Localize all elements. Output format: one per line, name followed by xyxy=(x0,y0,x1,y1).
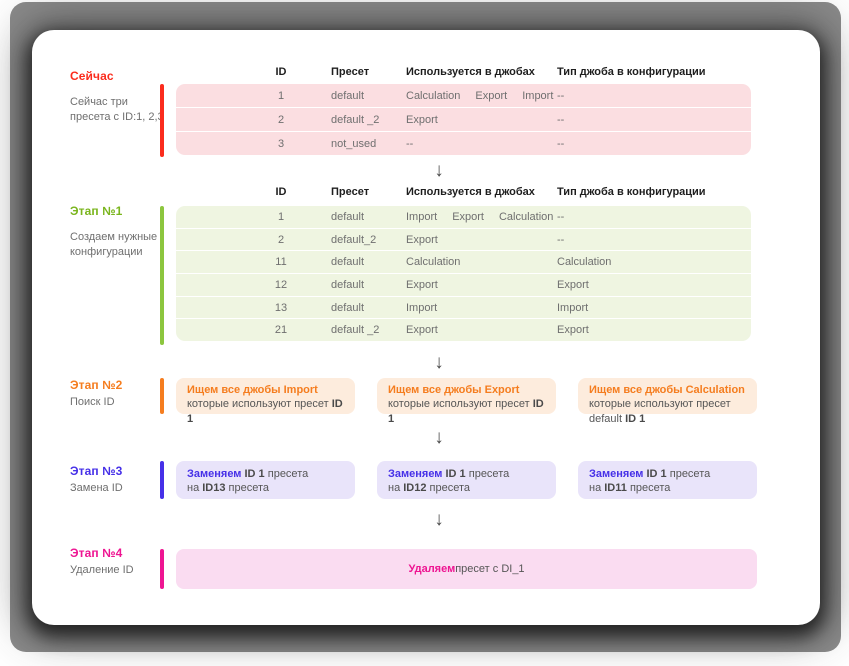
cell-type: Import xyxy=(557,301,589,314)
diagram-card: Сейчас Сейчас три пресета с ID:1, 2,3 Эт… xyxy=(32,30,820,625)
cell-type: -- xyxy=(557,210,565,223)
cell-type: -- xyxy=(557,137,565,150)
cell-type: -- xyxy=(557,113,565,126)
table1-header-preset: Пресет xyxy=(331,66,370,78)
stage-bar-2 xyxy=(160,378,164,414)
stage2-boxes: Ищем все джобы Import которые используют… xyxy=(176,378,757,425)
table2-header-preset: Пресет xyxy=(331,186,370,198)
cell-jobs: Export xyxy=(406,278,438,291)
cell-jobs: -- xyxy=(406,137,414,150)
table1-header-id: ID xyxy=(275,66,287,78)
table-row: 11 default Calculation Calculation xyxy=(176,250,751,274)
cell-preset: not_used xyxy=(331,137,377,150)
stage4-delete-box: Удаляем пресет с DI_1 xyxy=(176,549,757,589)
cell-preset: default xyxy=(331,256,365,269)
cell-type: Export xyxy=(557,278,589,291)
table-row: 3 not_used -- -- xyxy=(176,131,751,155)
table1-header-type: Тип джоба в конфигурации xyxy=(557,66,706,78)
cell-id: 2 xyxy=(277,113,285,126)
table-row: 12 default Export Export xyxy=(176,273,751,296)
table2-header: ID Пресет Используется в джобах Тип джоб… xyxy=(176,186,751,198)
cell-preset: default _2 xyxy=(331,113,380,126)
table-row: 2 default_2 Export -- xyxy=(176,227,751,251)
stage-bar-now xyxy=(160,84,164,157)
cell-id: 2 xyxy=(277,233,285,246)
table1-header-jobs: Используется в джобах xyxy=(406,66,535,78)
stage-subtitle-3: Замена ID xyxy=(70,482,123,494)
cell-jobs: Export xyxy=(406,233,438,246)
stage2-box-calculation: Ищем все джобы Calculation которые испол… xyxy=(578,378,757,425)
stage-label-2: Этап №2 Поиск ID xyxy=(70,378,170,410)
cell-jobs: Calculation xyxy=(406,256,461,269)
stage-label-3: Этап №3 Замена ID xyxy=(70,464,170,496)
stage-label-1: Этап №1 Создаем нужные конфигурации xyxy=(70,204,170,259)
table2-header-jobs: Используется в джобах xyxy=(406,186,535,198)
cell-id: 1 xyxy=(277,89,285,102)
cell-preset: default_2 xyxy=(331,233,377,246)
stage2-box-import: Ищем все джобы Import которые используют… xyxy=(176,378,355,425)
stage-subtitle-1: Создаем нужные конфигурации xyxy=(70,231,158,258)
stage-title-2: Этап №2 xyxy=(70,378,123,392)
cell-type: -- xyxy=(557,233,565,246)
cell-preset: default _2 xyxy=(331,324,380,337)
table2-header-id: ID xyxy=(275,186,287,198)
stage-subtitle-4: Удаление ID xyxy=(70,564,134,576)
stage-bar-3 xyxy=(160,461,164,499)
stage2-box-export: Ищем все джобы Export которые используют… xyxy=(377,378,556,425)
cell-id: 3 xyxy=(277,137,285,150)
table-row: 21 default _2 Export Export xyxy=(176,318,751,342)
cell-jobs: Export xyxy=(406,113,438,126)
cell-type: -- xyxy=(557,89,565,102)
stage-title-1: Этап №1 xyxy=(70,204,123,218)
table2-header-type: Тип джоба в конфигурации xyxy=(557,186,706,198)
cell-id: 12 xyxy=(274,278,288,291)
table-row: 13 default Import Import xyxy=(176,295,751,319)
cell-type: Export xyxy=(557,324,589,337)
stage-bar-4 xyxy=(160,549,164,589)
down-arrow-icon: ↓ xyxy=(434,352,444,373)
stage-bar-1 xyxy=(160,206,164,345)
stage-subtitle-now: Сейчас три пресета с ID:1, 2,3 xyxy=(70,96,164,123)
cell-jobs: Import xyxy=(406,301,438,314)
down-arrow-icon: ↓ xyxy=(434,427,444,448)
down-arrow-icon: ↓ xyxy=(434,160,444,181)
cell-preset: default xyxy=(331,210,365,223)
stage-label-now: Сейчас Сейчас три пресета с ID:1, 2,3 xyxy=(70,69,170,124)
stage-title-3: Этап №3 xyxy=(70,464,123,478)
stage-label-4: Этап №4 Удаление ID xyxy=(70,546,170,578)
cell-id: 21 xyxy=(274,324,288,337)
cell-id: 11 xyxy=(275,256,287,269)
stage-title-4: Этап №4 xyxy=(70,546,123,560)
cell-id: 13 xyxy=(274,301,288,314)
cell-type: Calculation xyxy=(557,256,612,269)
down-arrow-icon: ↓ xyxy=(434,509,444,530)
cell-preset: default xyxy=(331,301,365,314)
cell-preset: default xyxy=(331,278,365,291)
cell-id: 1 xyxy=(277,210,285,223)
cell-preset: default xyxy=(331,89,365,102)
stage-subtitle-2: Поиск ID xyxy=(70,396,115,408)
table1-header: ID Пресет Используется в джобах Тип джоб… xyxy=(176,66,751,78)
cell-jobs: Export xyxy=(406,324,438,337)
table-row: 2 default _2 Export -- xyxy=(176,107,751,131)
stage-title-now: Сейчас xyxy=(70,69,114,83)
